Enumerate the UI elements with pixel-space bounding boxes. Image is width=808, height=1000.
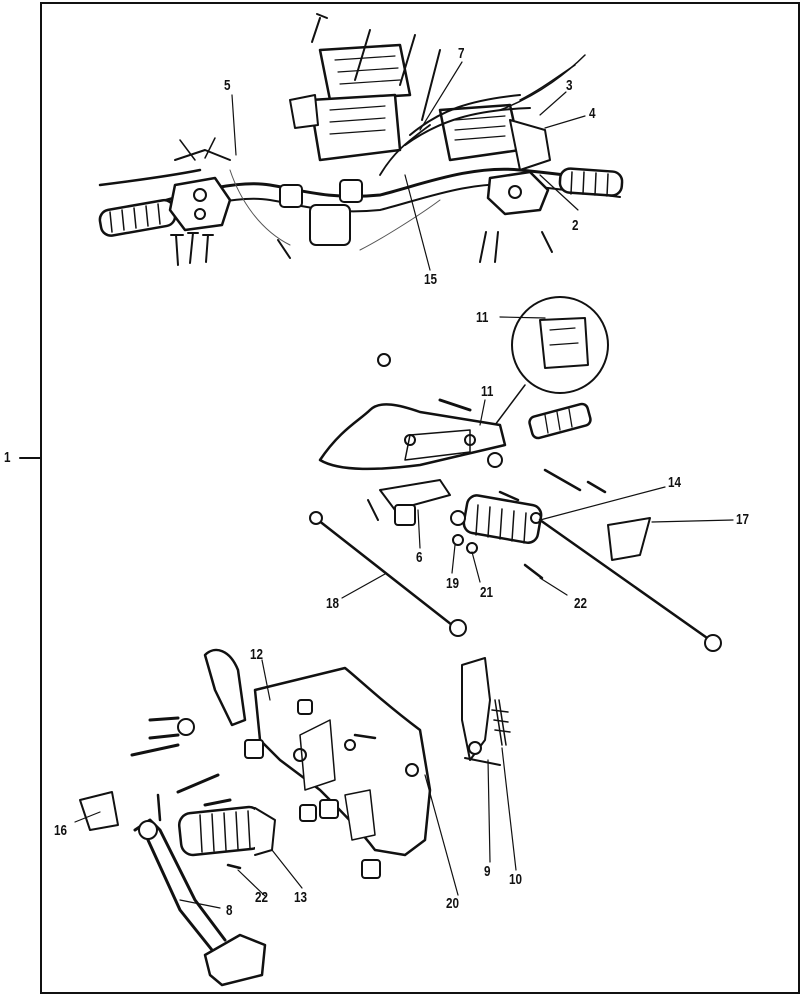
callout-10: 10 xyxy=(509,871,523,888)
callout-5: 5 xyxy=(224,77,231,94)
callout-11-detail: 11 xyxy=(476,309,489,326)
callout-16: 16 xyxy=(54,822,68,839)
callout-17: 17 xyxy=(736,511,750,528)
callout-21: 21 xyxy=(480,584,494,601)
callout-22-upper: 22 xyxy=(574,595,588,612)
callout-4: 4 xyxy=(589,105,596,122)
callout-1: 1 xyxy=(4,449,11,466)
right-footpeg-assembly xyxy=(309,296,722,652)
callout-22-lower: 22 xyxy=(255,889,269,906)
callout-8: 8 xyxy=(226,902,233,919)
diagram-frame xyxy=(40,2,800,994)
callout-14: 14 xyxy=(668,474,682,491)
callout-leader-lines xyxy=(74,61,734,909)
callout-11: 11 xyxy=(481,383,494,400)
callout-15: 15 xyxy=(424,271,438,288)
callout-7: 7 xyxy=(458,45,465,62)
callout-2: 2 xyxy=(572,217,579,234)
callout-9: 9 xyxy=(484,863,491,880)
callout-12: 12 xyxy=(250,646,264,663)
callout-18: 18 xyxy=(326,595,340,612)
callout-19: 19 xyxy=(446,575,460,592)
callout-13: 13 xyxy=(294,889,308,906)
callout-20: 20 xyxy=(446,895,460,912)
left-footpeg-assembly xyxy=(79,648,511,987)
callout-6: 6 xyxy=(416,549,423,566)
handlebar-assembly xyxy=(98,13,624,266)
callout-3: 3 xyxy=(566,77,573,94)
